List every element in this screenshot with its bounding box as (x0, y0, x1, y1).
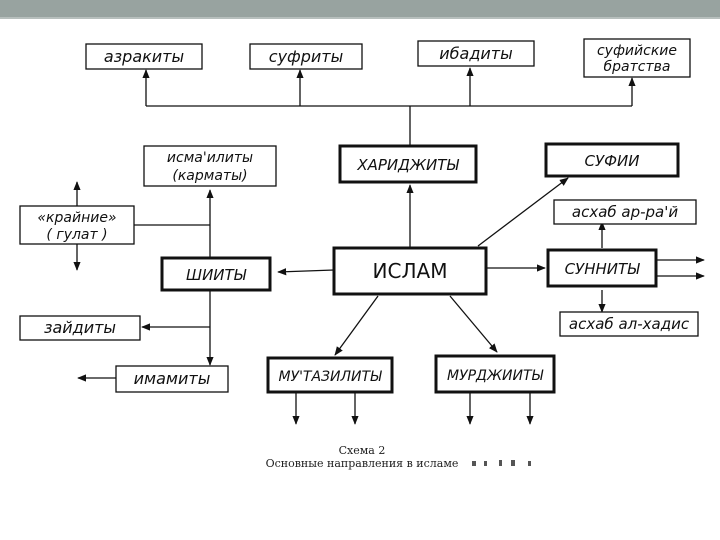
node-sufi-bratstva-label-2: братства (604, 59, 671, 75)
header-bar (0, 0, 720, 17)
node-ashab-ar-rai: асхаб ар-ра'й (553, 199, 697, 225)
node-azrakity: азракиты (85, 43, 203, 70)
node-sufii-label: СУФИИ (585, 152, 640, 170)
node-ashab-ar-rai-label: асхаб ар-ра'й (572, 203, 678, 221)
node-zaidity-label: зайдиты (44, 318, 116, 337)
header-accent (0, 17, 720, 19)
node-ibadity-label: ибадиты (439, 44, 512, 63)
node-ismaility-label-2: (карматы) (172, 168, 247, 184)
node-ismaility-label-1: исма'илиты (167, 150, 253, 166)
node-krainie: «крайние» ( гулат ) (19, 205, 135, 245)
node-krainie-label-2: ( гулат ) (46, 227, 107, 243)
node-mutazility-label: МУ'ТАЗИЛИТЫ (278, 369, 382, 385)
diagram-caption: Схема 2 Основные направления в исламе (266, 444, 531, 470)
node-imamity-label: имамиты (134, 369, 211, 388)
node-krainie-label-1: «крайние» (37, 210, 116, 226)
node-ibadity: ибадиты (417, 40, 535, 67)
node-sufrity-label: суфриты (269, 47, 343, 66)
node-murdzhiity: МУРДЖИИТЫ (434, 354, 556, 394)
node-sunnity-label: СУННИТЫ (565, 260, 641, 278)
scan-artifact-marks (472, 460, 531, 466)
node-sufi-bratstva-label-1: суфийские (597, 43, 677, 59)
node-shiity-label: ШИИТЫ (186, 266, 247, 284)
node-sunnity: СУННИТЫ (546, 248, 658, 288)
node-murdzhiity-label: МУРДЖИИТЫ (447, 368, 544, 384)
node-imamity: имамиты (115, 365, 229, 393)
node-islam: ИСЛАМ (332, 246, 488, 296)
node-azrakity-label: азракиты (104, 47, 184, 66)
node-sufrity: суфриты (249, 43, 363, 70)
node-zaidity: зайдиты (19, 315, 141, 341)
node-sufii: СУФИИ (544, 142, 680, 178)
node-kharidzhity-label: ХАРИДЖИТЫ (356, 156, 459, 174)
caption-line-2: Основные направления в исламе (266, 457, 459, 470)
node-islam-label: ИСЛАМ (373, 259, 448, 283)
node-ismaility: исма'илиты (карматы) (143, 145, 277, 187)
node-ashab-al-hadis-label: асхаб ал-хадис (569, 315, 690, 333)
node-sufi-bratstva: суфийские братства (583, 38, 691, 78)
node-ashab-al-hadis: асхаб ал-хадис (559, 311, 699, 337)
node-shiity: ШИИТЫ (160, 256, 272, 292)
node-mutazility: МУ'ТАЗИЛИТЫ (266, 356, 394, 394)
caption-line-1: Схема 2 (339, 444, 386, 457)
connectors (73, 67, 705, 425)
node-kharidzhity: ХАРИДЖИТЫ (338, 144, 478, 184)
